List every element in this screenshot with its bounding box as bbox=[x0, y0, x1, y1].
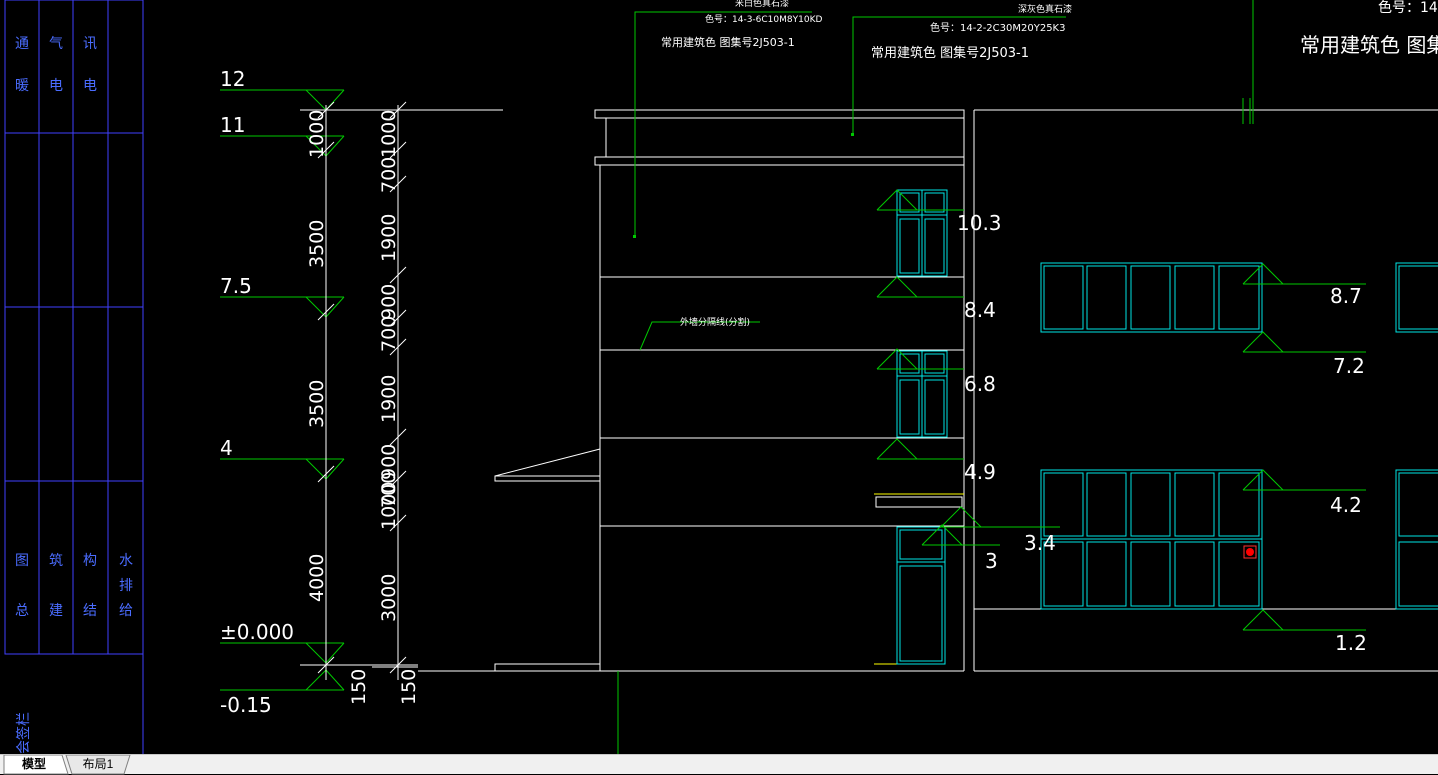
title-block bbox=[4, 0, 144, 754]
window-level-4-2: 4.2 bbox=[1330, 493, 1362, 517]
dim-col2-1900a: 1900 bbox=[378, 214, 400, 262]
leader-end-dot-1 bbox=[633, 235, 636, 238]
dim-col1-3500b: 3500 bbox=[306, 380, 328, 428]
window-level-3-4: 3.4 bbox=[1024, 531, 1056, 555]
partition-note: 外墙分隔线(分割) bbox=[680, 316, 750, 328]
stone2-code: 色号：14-2-2C30M20Y25K3 bbox=[930, 21, 1065, 34]
title-block-top-2: 通 bbox=[15, 36, 29, 52]
title-block-top-4: 气 bbox=[49, 36, 63, 52]
stone2-title: 深灰色真石漆 bbox=[1018, 3, 1072, 15]
title-block-bottom-3: 建 bbox=[49, 603, 63, 619]
title-block-top-1: 暖 bbox=[15, 78, 29, 94]
dim-col2-700a: 700 bbox=[378, 157, 400, 193]
title-block-top-3: 电 bbox=[49, 78, 63, 94]
window-level-markers bbox=[876, 189, 1366, 631]
yellow-slabs bbox=[874, 493, 964, 665]
sign-column-label: 会签栏 bbox=[15, 712, 32, 754]
window-level-3: 3 bbox=[985, 549, 998, 573]
dim-col2-900b: 900 bbox=[378, 444, 400, 480]
window-level-10-3: 10.3 bbox=[957, 211, 1002, 235]
side-windows bbox=[896, 189, 948, 665]
dim-col2-700c: 700 bbox=[378, 472, 400, 508]
level-label-neg-0-15: -0.15 bbox=[220, 693, 272, 717]
dim-col2-700b: 700 bbox=[378, 316, 400, 352]
front-windows bbox=[1040, 262, 1438, 610]
layout-tab-bar: 模型 布局1 bbox=[0, 754, 1438, 775]
dim-col2-1000a: 1000 bbox=[378, 110, 400, 158]
stone1-title: 米白色真石漆 bbox=[735, 0, 789, 9]
level-label-4: 4 bbox=[220, 436, 233, 460]
dim-col2-1900b: 1900 bbox=[378, 375, 400, 423]
window-level-7-2: 7.2 bbox=[1333, 354, 1365, 378]
level-label-12: 12 bbox=[220, 67, 245, 91]
dim-col2-1000b: 1000 bbox=[378, 482, 400, 530]
dim-col2-3000: 3000 bbox=[378, 574, 400, 622]
right-color-code: 色号：14- bbox=[1378, 0, 1438, 16]
title-block-top-6: 讯 bbox=[83, 36, 97, 52]
window-level-8-4: 8.4 bbox=[964, 298, 996, 322]
window-level-4-9: 4.9 bbox=[964, 460, 996, 484]
cad-drawing-canvas[interactable]: 暖 通 电 气 电 讯 总 图 建 筑 结 构 给 排 水 会签栏 bbox=[0, 0, 1438, 754]
title-block-bottom-6: 构 bbox=[83, 553, 97, 569]
level-label-7-5: 7.5 bbox=[220, 274, 252, 298]
title-block-bottom-8: 排 bbox=[119, 578, 133, 594]
stone1-code: 色号：14-3-6C10M8Y10KD bbox=[705, 13, 822, 25]
title-block-bottom-7: 给 bbox=[119, 603, 133, 619]
stone2-ref: 常用建筑色 图集号2J503-1 bbox=[871, 45, 1029, 61]
title-block-bottom-9: 水 bbox=[119, 553, 133, 569]
window-level-6-8: 6.8 bbox=[964, 372, 996, 396]
building-elevation bbox=[418, 109, 1438, 672]
title-block-bottom-1: 总 bbox=[15, 603, 29, 619]
window-level-8-7: 8.7 bbox=[1330, 284, 1362, 308]
title-block-top-5: 电 bbox=[83, 78, 97, 94]
level-label-11: 11 bbox=[220, 113, 245, 137]
dim-col1-4000: 4000 bbox=[306, 554, 328, 602]
dim-col1-3500a: 3500 bbox=[306, 220, 328, 268]
dim-col2-150: 150 bbox=[398, 669, 420, 705]
tab-model[interactable]: 模型 bbox=[21, 757, 46, 771]
level-label-0: ±0.000 bbox=[220, 620, 294, 644]
right-color-ref: 常用建筑色 图集 bbox=[1300, 33, 1438, 57]
title-block-bottom-4: 筑 bbox=[49, 553, 63, 569]
leader-end-dot-2 bbox=[851, 133, 854, 136]
dim-col2-900a: 900 bbox=[378, 284, 400, 320]
material-leaders bbox=[617, 0, 1254, 754]
red-marker-icon[interactable] bbox=[1243, 545, 1257, 559]
title-block-bottom-5: 结 bbox=[83, 603, 97, 619]
dim-col1-1000: 1000 bbox=[306, 110, 328, 158]
stone1-ref: 常用建筑色 图集号2J503-1 bbox=[661, 35, 795, 49]
dimension-lines bbox=[300, 101, 503, 680]
tab-layout1[interactable]: 布局1 bbox=[82, 757, 114, 771]
dim-col1-150: 150 bbox=[348, 669, 370, 705]
window-level-1-2: 1.2 bbox=[1335, 631, 1367, 655]
title-block-bottom-2: 图 bbox=[15, 553, 29, 569]
